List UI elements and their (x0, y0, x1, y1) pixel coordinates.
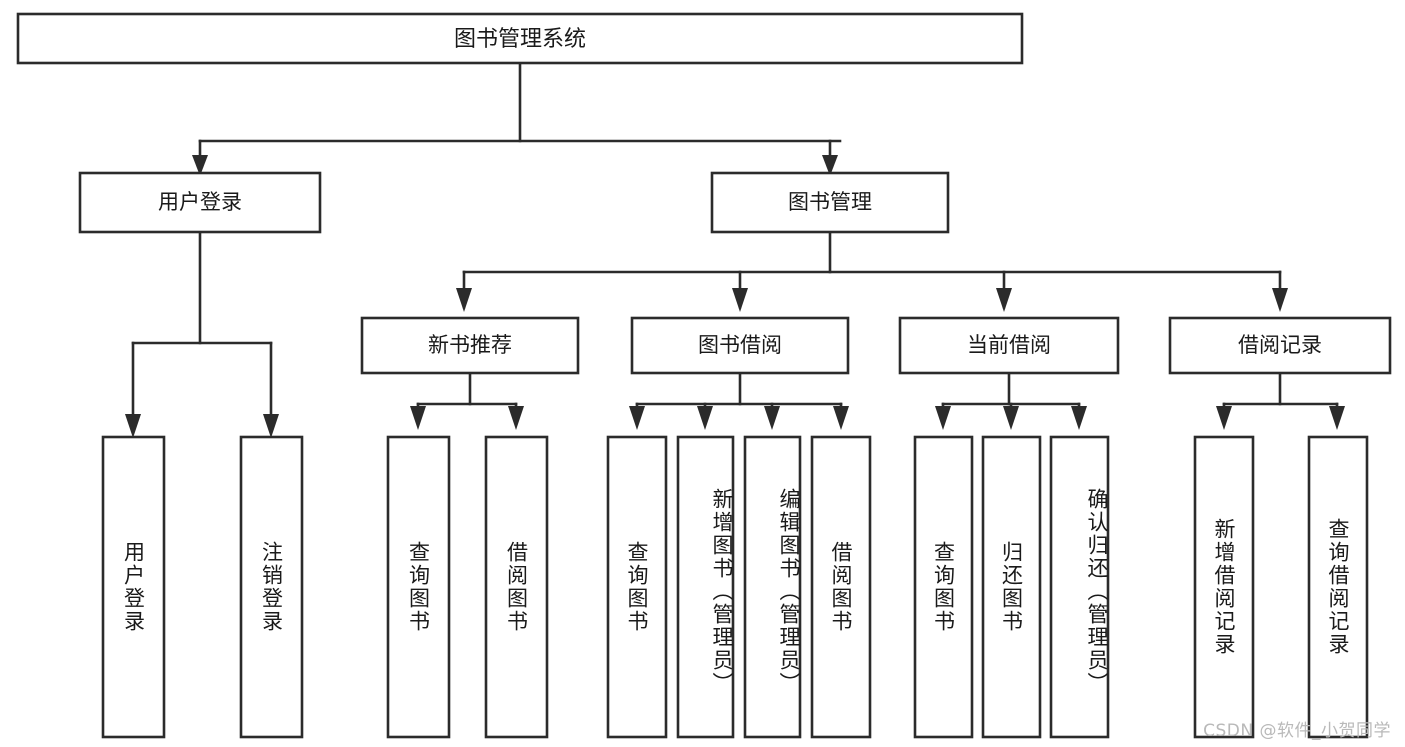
arrowhead-bb-leaf-4 (833, 406, 849, 430)
node-user-login[interactable]: 用户登录 (78, 171, 322, 234)
arrowhead-br-leaf-1 (1216, 406, 1232, 430)
node-borrow-record-label: 借阅记录 (1238, 333, 1322, 357)
arrowhead-leaf-user-logout (263, 414, 279, 438)
node-root-box[interactable] (16, 12, 1024, 65)
node-new-book-rec-box[interactable] (360, 316, 580, 375)
node-borrow-record-box[interactable] (1168, 316, 1392, 375)
node-root-label: 图书管理系统 (454, 27, 586, 52)
node-current-borrow[interactable]: 当前借阅 (898, 316, 1120, 375)
leaf-query-book-2-box[interactable] (606, 435, 668, 739)
arrowhead-user-login (192, 155, 208, 176)
leaf-add-record-box[interactable] (1193, 435, 1255, 739)
arrowhead-nbr-leaf-1 (410, 406, 426, 430)
leaf-query-book-1-box[interactable] (386, 435, 451, 739)
arrowhead-book-borrow (732, 288, 748, 312)
arrowhead-bb-leaf-3 (764, 406, 780, 430)
leaf-add-book-box[interactable] (676, 435, 735, 739)
leaf-query-record-box[interactable] (1307, 435, 1369, 739)
arrowhead-bb-leaf-1 (629, 406, 645, 430)
leaf-confirm-return-box[interactable] (1049, 435, 1110, 739)
arrowhead-borrow-record (1272, 288, 1288, 312)
leaf-box-group (101, 435, 1369, 739)
node-user-login-box[interactable] (78, 171, 322, 234)
arrowhead-group (125, 155, 1345, 438)
node-book-manage-box[interactable] (710, 171, 950, 234)
leaf-user-logout-box[interactable] (239, 435, 304, 739)
leaf-borrow-book-1-box[interactable] (484, 435, 549, 739)
leaf-user-login-box[interactable] (101, 435, 166, 739)
arrowhead-cb-leaf-1 (935, 406, 951, 430)
leaf-edit-book-box[interactable] (743, 435, 802, 739)
arrowhead-book-manage (822, 155, 838, 176)
node-book-manage[interactable]: 图书管理 (710, 171, 950, 234)
watermark-text: CSDN @软件_小贺同学 (1203, 721, 1391, 741)
leaf-return-book-box[interactable] (981, 435, 1042, 739)
node-book-borrow-label: 图书借阅 (698, 333, 782, 357)
node-book-borrow-box[interactable] (630, 316, 850, 375)
arrowhead-bb-leaf-2 (697, 406, 713, 430)
arrowhead-nbr-leaf-2 (508, 406, 524, 430)
node-borrow-record[interactable]: 借阅记录 (1168, 316, 1392, 375)
node-book-manage-label: 图书管理 (788, 190, 872, 214)
arrowhead-cb-leaf-2 (1003, 406, 1019, 430)
node-current-borrow-box[interactable] (898, 316, 1120, 375)
node-new-book-rec-label: 新书推荐 (428, 333, 512, 357)
arrowhead-cb-leaf-3 (1071, 406, 1087, 430)
node-root[interactable]: 图书管理系统 (16, 12, 1024, 65)
node-user-login-label: 用户登录 (158, 190, 242, 214)
leaf-query-book-3-box[interactable] (913, 435, 974, 739)
arrowhead-new-book-rec (456, 288, 472, 312)
node-book-borrow[interactable]: 图书借阅 (630, 316, 850, 375)
node-current-borrow-label: 当前借阅 (967, 333, 1051, 357)
leaf-borrow-book-2-box[interactable] (810, 435, 872, 739)
arrowhead-br-leaf-2 (1329, 406, 1345, 430)
arrowhead-current-borrow (996, 288, 1012, 312)
node-new-book-rec[interactable]: 新书推荐 (360, 316, 580, 375)
arrowhead-leaf-user-login (125, 414, 141, 438)
